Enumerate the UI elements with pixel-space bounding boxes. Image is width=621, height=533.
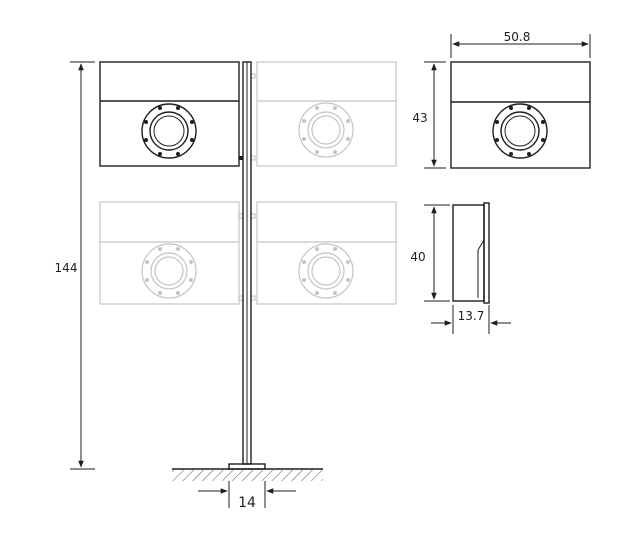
dim-label-13-7: 13.7 [458,309,485,323]
dim-side-height: 40 [410,204,450,302]
ghost-mailbox-bottom-right [256,201,397,305]
mailbox-main [99,61,240,167]
dim-label-50-8: 50.8 [504,30,531,44]
dim-base-width: 14 [198,481,296,511]
front-view [450,61,591,169]
dim-box-height: 43 [412,61,446,169]
ghost-mailbox-top-right [256,61,397,167]
dim-label-40: 40 [410,250,425,264]
side-view [452,202,490,304]
post [228,61,266,470]
dim-label-144: 144 [55,261,78,275]
dim-height-total: 144 [55,61,95,470]
dim-label-43: 43 [412,111,427,125]
ground [172,468,323,481]
dim-side-depth: 13.7 [431,305,511,334]
ghost-mailbox-bottom-left [99,201,240,305]
dim-label-14: 14 [238,495,256,511]
dim-box-width: 50.8 [450,30,591,58]
